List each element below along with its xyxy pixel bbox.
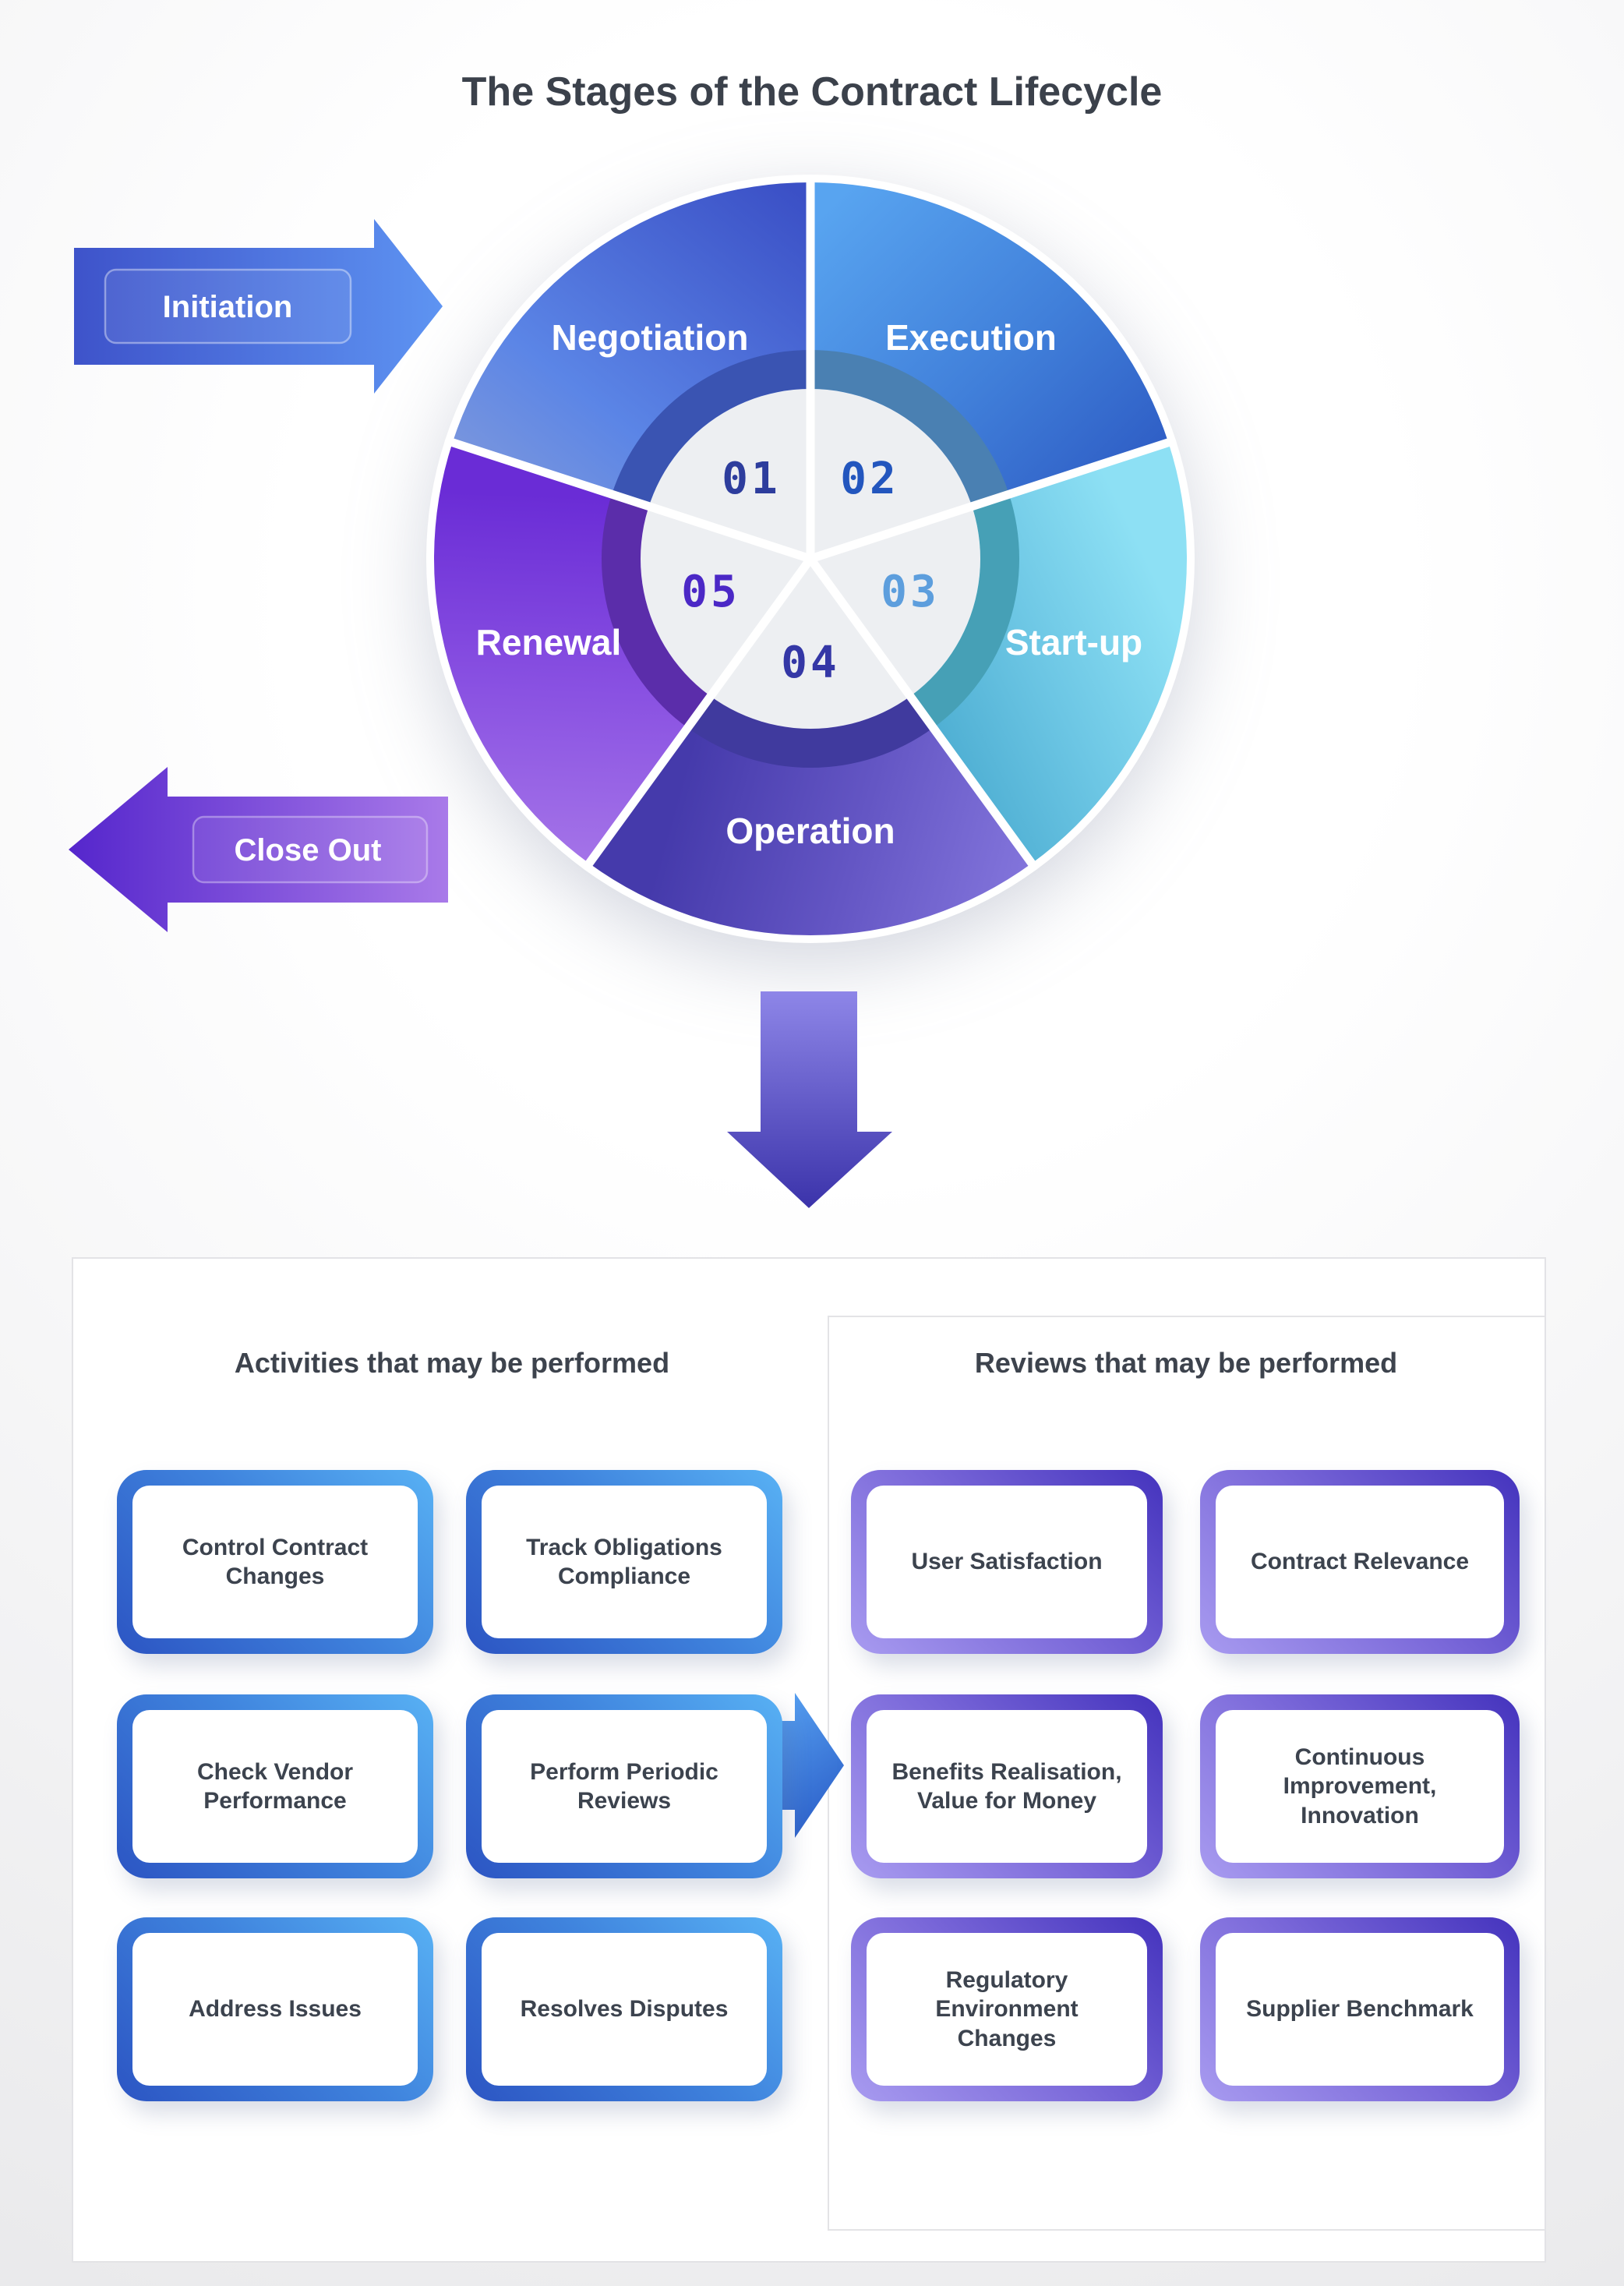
activity-card: Resolves Disputes — [466, 1917, 782, 2101]
stage-number-05: 05 — [681, 567, 740, 617]
review-card: Supplier Benchmark — [1200, 1917, 1520, 2101]
review-card: Benefits Realisation, Value for Money — [851, 1694, 1163, 1878]
initiation-arrow-inset — [104, 268, 352, 344]
activity-card: Track Obligations Compliance — [466, 1470, 782, 1654]
review-card-label: User Satisfaction — [867, 1486, 1147, 1638]
review-card-label: Regulatory Environment Changes — [867, 1933, 1147, 2086]
down-arrow — [727, 991, 892, 1208]
close-out-arrow: Close Out — [69, 767, 448, 932]
stage-label-startup: Start-up — [1005, 622, 1142, 662]
activity-card-label: Check Vendor Performance — [132, 1710, 418, 1863]
wheel-inner-ring — [601, 350, 1020, 768]
stage-number-01: 01 — [722, 454, 780, 504]
ring-negotiation — [612, 350, 810, 507]
activity-card-label: Control Contract Changes — [132, 1486, 418, 1638]
stage-number-04: 04 — [781, 638, 839, 688]
ring-execution — [810, 350, 1009, 507]
stage-label-execution: Execution — [885, 317, 1057, 358]
activity-card-label: Resolves Disputes — [482, 1933, 767, 2086]
activity-card-label: Track Obligations Compliance — [482, 1486, 767, 1638]
connector-arrow-shape — [764, 1693, 844, 1838]
down-arrow-shape — [727, 991, 892, 1208]
activity-card-label: Perform Periodic Reviews — [482, 1710, 767, 1863]
activity-card: Perform Periodic Reviews — [466, 1694, 782, 1878]
wheel-dividers — [447, 178, 1174, 870]
close-out-arrow-inset — [192, 815, 429, 884]
ring-renewal — [601, 494, 711, 728]
ring-operation — [687, 696, 934, 768]
lifecycle-wheel-diagram: 01 02 03 04 05 Negotiation Execution Sta… — [426, 175, 1195, 944]
stage-label-negotiation: Negotiation — [552, 317, 749, 358]
reviews-heading: Reviews that may be performed — [974, 1347, 1398, 1379]
initiation-arrow: Initiation — [74, 219, 443, 394]
review-card: Continuous Improvement, Innovation — [1200, 1694, 1520, 1878]
close-out-label: Close Out — [235, 833, 382, 867]
initiation-label: Initiation — [163, 290, 293, 324]
stage-label-renewal: Renewal — [476, 622, 622, 662]
close-out-arrow-shape — [69, 767, 448, 932]
review-card-label: Contract Relevance — [1216, 1486, 1504, 1638]
stage-number-02: 02 — [840, 454, 898, 504]
stage-number-03: 03 — [881, 567, 939, 617]
initiation-arrow-shape — [74, 219, 443, 394]
activity-card: Address Issues — [117, 1917, 433, 2101]
review-card: Contract Relevance — [1200, 1470, 1520, 1654]
review-card-label: Supplier Benchmark — [1216, 1933, 1504, 2086]
activities-heading: Activities that may be performed — [234, 1347, 670, 1379]
review-card-label: Continuous Improvement, Innovation — [1216, 1710, 1504, 1863]
review-card: Regulatory Environment Changes — [851, 1917, 1163, 2101]
activity-card: Control Contract Changes — [117, 1470, 433, 1654]
stage-label-operation: Operation — [726, 811, 895, 851]
activity-card: Check Vendor Performance — [117, 1694, 433, 1878]
review-card: User Satisfaction — [851, 1470, 1163, 1654]
activity-card-label: Address Issues — [132, 1933, 418, 2086]
review-card-label: Benefits Realisation, Value for Money — [867, 1710, 1147, 1863]
connector-arrow — [764, 1693, 844, 1838]
page-title: The Stages of the Contract Lifecycle — [461, 69, 1163, 115]
ring-startup — [910, 494, 1020, 728]
